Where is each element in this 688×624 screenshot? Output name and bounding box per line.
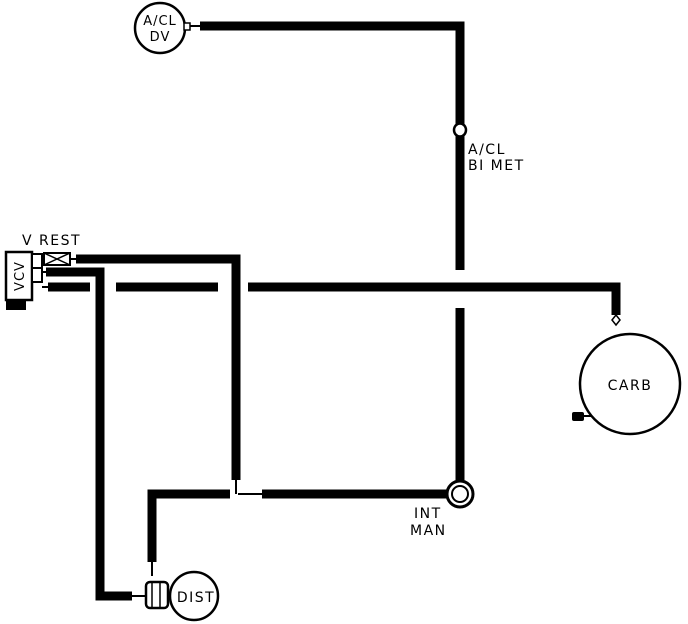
acl-bimet-valve (452, 122, 468, 138)
acl-dv-component: A/CL DV (133, 1, 191, 55)
acl-bimet-label-line1: A/CL (468, 142, 506, 158)
vcv-label: VCV (13, 261, 28, 291)
int-man-fitting (445, 479, 475, 509)
hose-vcv-to-carb (42, 282, 621, 322)
carb-component: CARB (572, 313, 682, 436)
acl-dv-label-line1: A/CL (143, 14, 177, 29)
v-rest-component (43, 252, 71, 266)
vcv-component: VCV (4, 250, 43, 310)
dist-component: DIST (144, 570, 220, 622)
hose-v-rest-to-junction (70, 254, 241, 494)
v-rest-label: V REST (22, 233, 81, 249)
int-man-label-line2: MAN (410, 523, 447, 539)
acl-bimet-label-line2: BI MET (468, 158, 525, 174)
hose-vcv-to-dist (42, 267, 146, 601)
hose-acl-dv-to-bimet (186, 21, 465, 126)
acl-dv-label-line2: DV (150, 30, 171, 45)
carb-label: CARB (608, 378, 653, 394)
hose-junction-to-dist (147, 489, 230, 576)
int-man-label-line1: INT (414, 506, 442, 522)
dist-label: DIST (177, 590, 215, 606)
